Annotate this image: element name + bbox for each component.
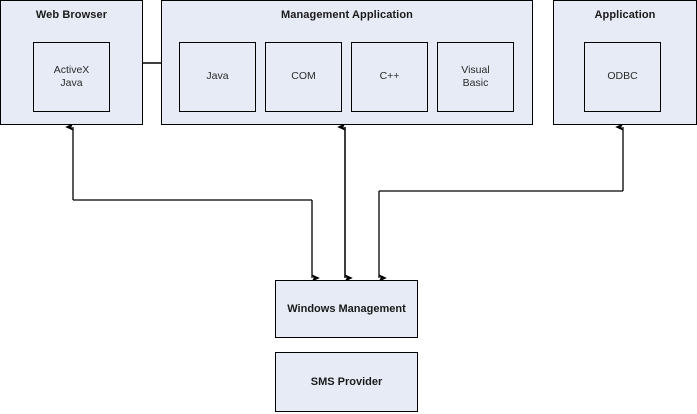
node-activex-java[interactable]: ActiveX Java xyxy=(33,42,110,112)
node-java[interactable]: Java xyxy=(179,42,256,112)
node-sms-provider-label: SMS Provider xyxy=(310,376,383,388)
node-visual-basic[interactable]: Visual Basic xyxy=(437,42,514,112)
node-odbc[interactable]: ODBC xyxy=(584,42,661,112)
node-cpp-label: C++ xyxy=(379,70,400,83)
group-web-browser-title: Web Browser xyxy=(35,9,108,21)
node-com-label: COM xyxy=(291,70,316,83)
connector-windows-management-to-web-browser xyxy=(65,123,320,282)
connector-windows-management-to-application xyxy=(378,123,624,282)
node-visual-basic-label: Visual Basic xyxy=(461,64,489,90)
node-visual-basic-line2: Basic xyxy=(462,77,489,89)
node-cpp[interactable]: C++ xyxy=(351,42,428,112)
node-visual-basic-line1: Visual xyxy=(461,63,490,76)
node-java-label: Java xyxy=(206,70,229,83)
node-windows-management-label: Windows Management xyxy=(287,303,406,315)
node-com[interactable]: COM xyxy=(265,42,342,112)
node-windows-management[interactable]: Windows Management xyxy=(275,280,418,338)
group-management-application-title: Management Application xyxy=(281,9,413,21)
group-web-browser[interactable]: Web Browser xyxy=(0,0,143,125)
group-application-title: Application xyxy=(594,9,656,21)
node-sms-provider[interactable]: SMS Provider xyxy=(275,352,418,412)
node-activex-java-label: ActiveX Java xyxy=(54,64,90,90)
node-activex-java-line1: ActiveX xyxy=(53,63,90,76)
node-odbc-label: ODBC xyxy=(607,70,638,83)
node-activex-java-line2: Java xyxy=(60,77,83,89)
